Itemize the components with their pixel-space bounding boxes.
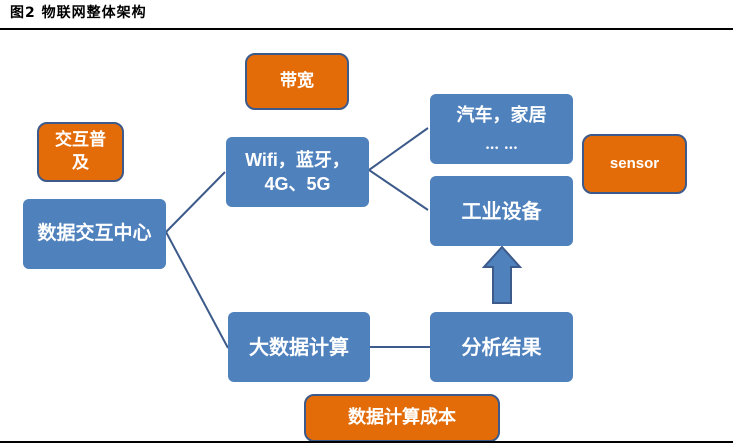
node-label-line2: … …	[485, 136, 518, 153]
node-label: 工业设备	[461, 198, 542, 223]
node-label-line1: 汽车，家居	[456, 105, 547, 127]
factor-sensor: sensor	[582, 134, 687, 194]
node-label-line1: Wifi，蓝牙，	[245, 149, 350, 170]
node-big-data: 大数据计算	[228, 312, 370, 382]
top-rule	[0, 28, 733, 30]
node-consumer: 汽车，家居 … …	[430, 94, 573, 164]
edge-wireless-to-consumer	[368, 127, 429, 171]
node-industrial: 工业设备	[430, 176, 573, 246]
node-analysis: 分析结果	[430, 312, 573, 382]
node-label: 大数据计算	[249, 334, 349, 359]
arrow-analysis-to-industrial	[481, 245, 523, 304]
node-data-exchange-center: 数据交互中心	[23, 199, 166, 269]
node-label: 数据交互中心	[37, 222, 152, 245]
factor-label-line1: 交互普	[55, 130, 106, 151]
factor-bandwidth: 带宽	[245, 53, 349, 110]
figure-title: 图2 物联网整体架构	[10, 5, 147, 21]
edge-wireless-to-industrial	[368, 169, 429, 211]
node-label-line2: 4G、5G	[264, 174, 331, 194]
edge-center-to-wireless	[165, 171, 226, 233]
factor-label: 带宽	[280, 71, 314, 92]
node-wireless: Wifi，蓝牙， 4G、5G	[226, 137, 369, 207]
node-label: 分析结果	[461, 334, 542, 359]
bottom-rule	[0, 441, 733, 443]
factor-interaction-popularity: 交互普 及	[37, 122, 124, 182]
factor-label: 数据计算成本	[348, 406, 456, 428]
factor-label: sensor	[609, 154, 660, 172]
factor-label-line2: 及	[72, 153, 89, 173]
factor-compute-cost: 数据计算成本	[304, 394, 500, 442]
edge-center-to-bigdata	[165, 231, 229, 349]
